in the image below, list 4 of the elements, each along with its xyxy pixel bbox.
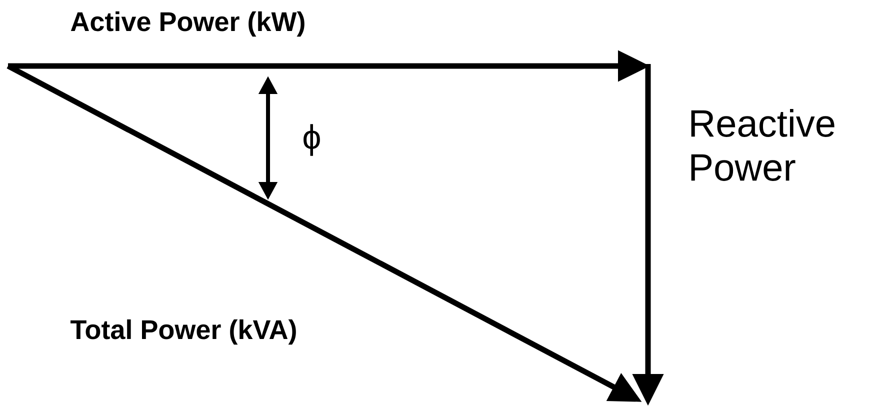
- vector-label: Active Power (kW): [70, 11, 304, 37]
- vector-label: Reactive Power: [691, 109, 834, 181]
- angle-label: ϕ: [304, 124, 320, 156]
- vector-label: Total Power (kVA): [70, 319, 296, 345]
